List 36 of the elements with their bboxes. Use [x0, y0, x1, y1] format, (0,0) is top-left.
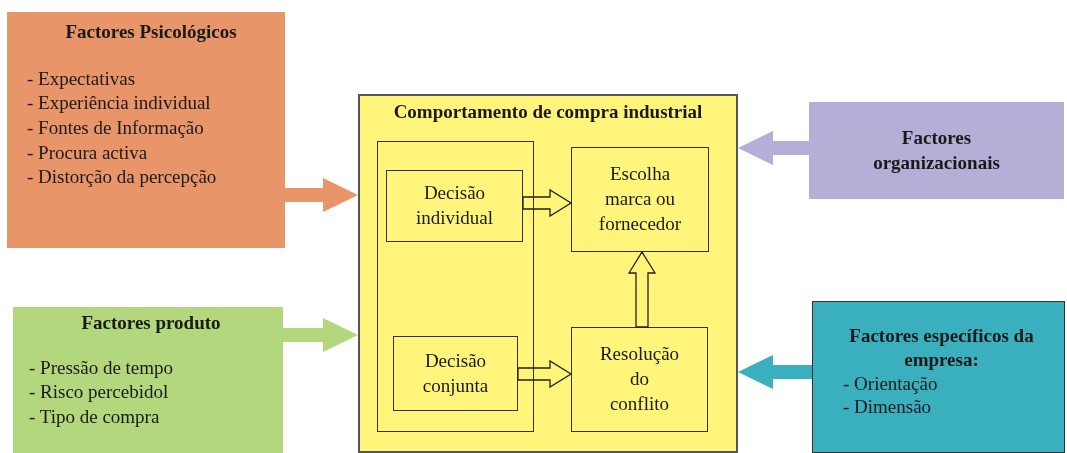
hollow-arrow — [522, 188, 573, 218]
process-box — [386, 170, 523, 242]
factor-box — [13, 307, 283, 453]
box-heading: Factores produto — [80, 311, 222, 335]
list-item: - Experiência individual — [27, 91, 212, 116]
box-label: Decisão conjunta — [421, 348, 490, 398]
process-box — [393, 336, 518, 411]
factor-box — [809, 102, 1064, 199]
list-item: - Fontes de Informação — [27, 116, 205, 141]
process-box — [571, 147, 709, 252]
block-arrow — [285, 178, 358, 212]
block-arrow — [738, 355, 812, 389]
hollow-arrow — [517, 359, 573, 389]
list-item: - Pressão de tempo — [29, 355, 175, 380]
list-item: - Dimensão — [843, 395, 933, 419]
list-item: - Tipo de compra — [29, 405, 161, 430]
process-box — [571, 327, 708, 432]
box-heading: Comportamento de compra industrial — [392, 100, 704, 124]
group-frame — [377, 141, 534, 432]
factor-box — [812, 301, 1065, 453]
hollow-arrow — [627, 250, 657, 328]
box-heading: Factores Psicológicos — [64, 20, 238, 44]
list-item: - Expectativas — [27, 66, 137, 91]
block-arrow — [738, 131, 809, 165]
box-heading: Factores específicos da empresa: — [848, 324, 1035, 372]
box-label: Escolha marca ou fornecedor — [597, 162, 683, 236]
list-item: - Distorção da percepção — [27, 165, 218, 190]
box-label: Resolução do conflito — [599, 342, 680, 416]
box-label: Decisão individual — [414, 181, 495, 230]
block-arrow — [283, 318, 358, 352]
factor-box — [7, 12, 285, 248]
list-item: - Orientação — [843, 371, 939, 396]
panel — [358, 94, 738, 453]
box-heading: Factores organizacionais — [872, 125, 1001, 175]
list-item: - Procura activa — [27, 140, 149, 165]
list-item: - Risco percebidol — [29, 380, 170, 405]
